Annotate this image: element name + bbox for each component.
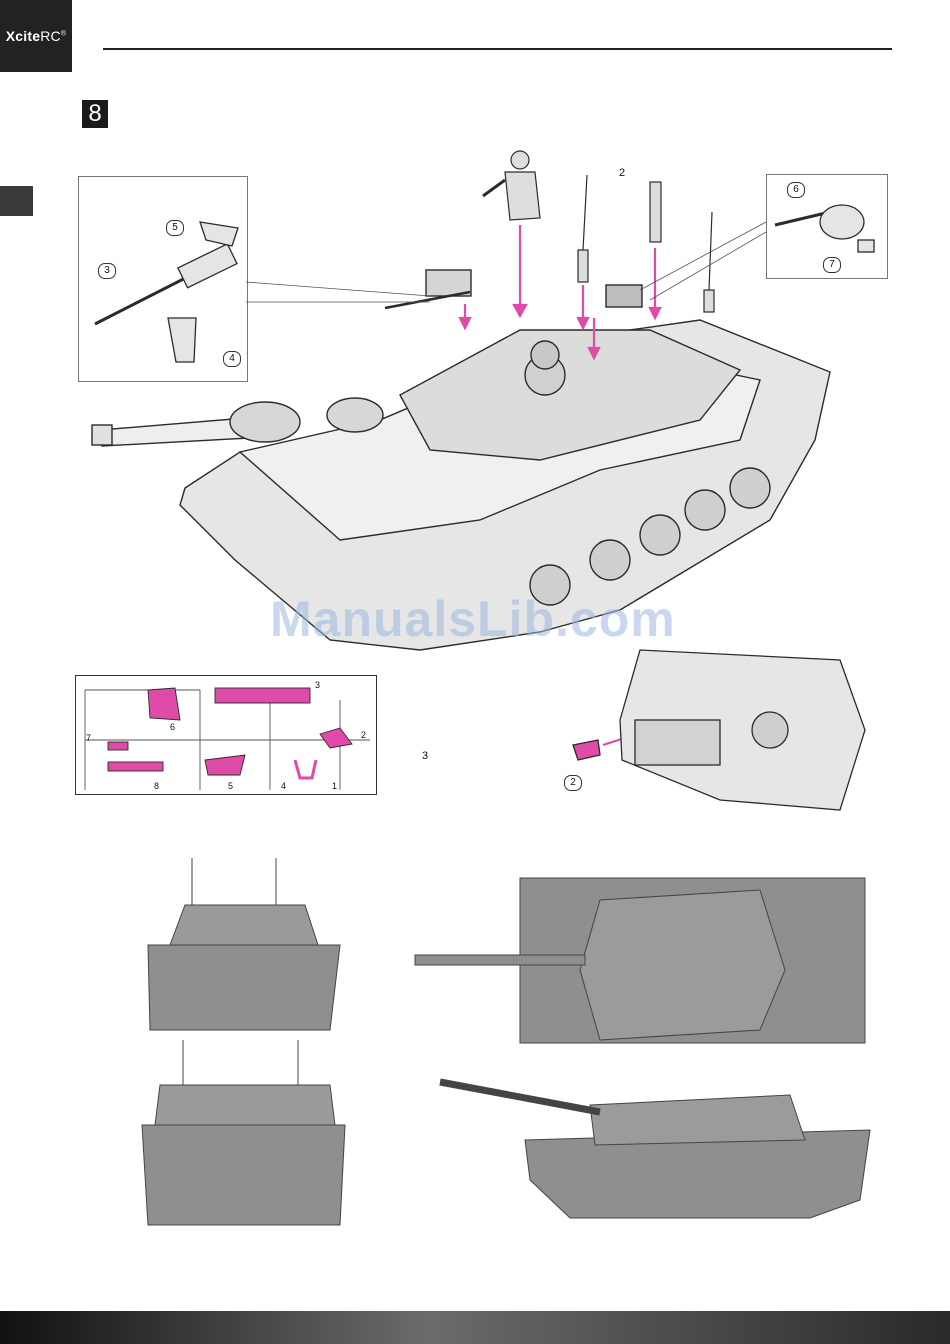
sprue-number: 7 [86, 733, 91, 743]
antennas [578, 175, 714, 312]
sprue-number: 2 [361, 730, 366, 740]
callout-part-5: 5 [166, 220, 184, 236]
callout-part-4: 4 [223, 351, 241, 367]
side-view [440, 1082, 870, 1218]
sprue-number: 8 [154, 781, 159, 791]
gun-parts [95, 205, 874, 362]
leader-lines [246, 222, 766, 302]
sprue-number: 6 [170, 722, 175, 732]
sprue-number: 3 [315, 680, 320, 690]
watermark: ManualsLib.com [270, 590, 676, 648]
crew-figure [483, 151, 540, 220]
sprue-number: 4 [281, 781, 286, 791]
callout-part-2: 2 [564, 775, 582, 791]
front-view-top [148, 858, 340, 1030]
top-view [415, 878, 865, 1043]
rear-view [142, 1040, 345, 1225]
callout-part-3: 3 [98, 263, 116, 279]
footer-bar [0, 1311, 950, 1344]
callout-part-6: 6 [787, 182, 805, 198]
sprue-parts [85, 688, 370, 790]
rear-hull [573, 650, 865, 810]
sprue-number: 5 [228, 781, 233, 791]
label-two: 2 [619, 167, 625, 179]
label-three: 3 [422, 750, 428, 762]
callout-part-7: 7 [823, 257, 841, 273]
sprue-number: 1 [332, 781, 337, 791]
